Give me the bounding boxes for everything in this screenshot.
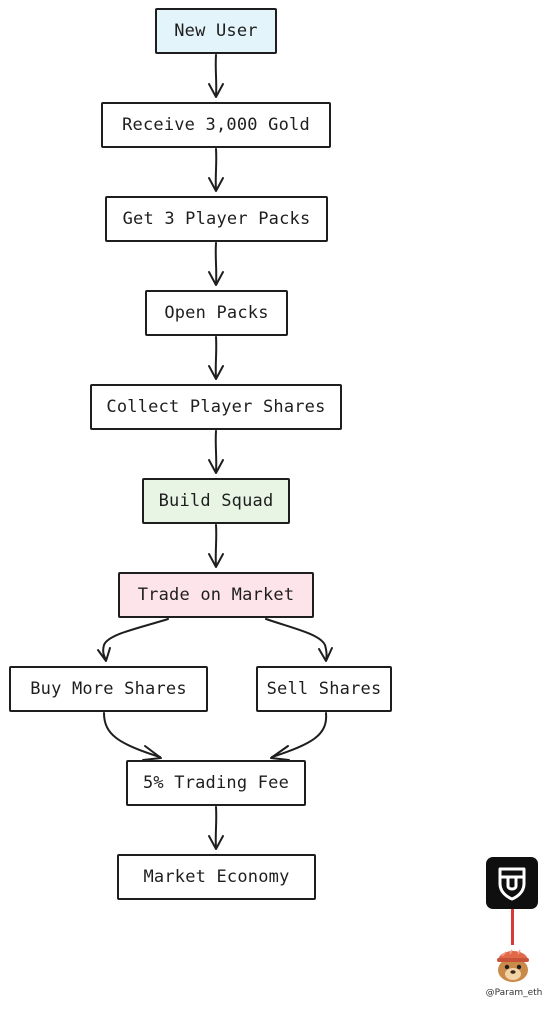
node-new-user: New User <box>155 8 277 54</box>
arrow-trade-market-to-buy-more <box>97 618 169 662</box>
node-trading-fee: 5% Trading Fee <box>126 760 306 806</box>
node-collect-shares: Collect Player Shares <box>90 384 342 430</box>
node-trade-market: Trade on Market <box>118 572 314 618</box>
node-market-economy: Market Economy <box>117 854 316 900</box>
node-player-packs: Get 3 Player Packs <box>105 196 328 242</box>
arrow-sell-shares-to-trading-fee <box>270 712 328 761</box>
arrow-trade-market-to-sell-shares <box>265 618 333 662</box>
arrow-receive-gold-to-player-packs <box>208 148 224 192</box>
arrow-player-packs-to-open-packs <box>208 242 224 286</box>
arrow-collect-shares-to-build-squad <box>208 430 224 474</box>
node-receive-gold: Receive 3,000 Gold <box>101 102 331 148</box>
arrow-trading-fee-to-market-economy <box>208 806 224 850</box>
lanyard-cord <box>511 909 514 945</box>
node-buy-more-shares: Buy More Shares <box>9 666 208 712</box>
arrow-new-user-to-receive-gold <box>208 54 224 98</box>
arrow-buy-more-to-trading-fee <box>103 712 162 761</box>
author-handle: @Param_eth <box>485 988 543 998</box>
node-sell-shares: Sell Shares <box>256 666 392 712</box>
dog-avatar-icon <box>492 940 534 984</box>
arrow-build-squad-to-trade-market <box>208 524 224 568</box>
shield-logo-icon <box>486 857 538 909</box>
node-build-squad: Build Squad <box>142 478 290 524</box>
arrow-open-packs-to-collect-shares <box>208 336 224 380</box>
node-open-packs: Open Packs <box>145 290 288 336</box>
